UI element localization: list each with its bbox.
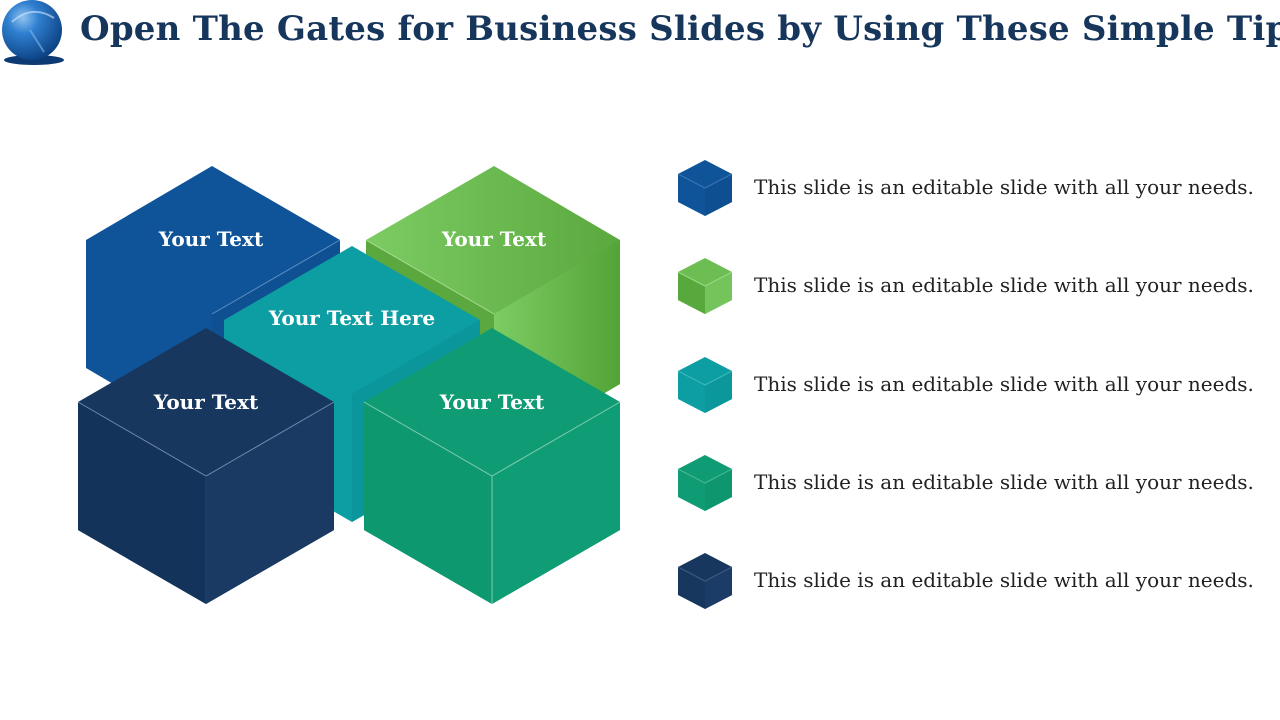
legend-item-text: This slide is an editable slide with all…: [754, 175, 1254, 199]
cube-label-bottom-left: Your Text: [153, 390, 259, 414]
legend-item-text: This slide is an editable slide with all…: [754, 469, 1254, 494]
legend-item-text: This slide is an editable slide with all…: [754, 273, 1254, 298]
cube-bullet-icon: [677, 356, 733, 413]
slide-title: Open The Gates for Business Slides by Us…: [80, 9, 1280, 49]
cube-diagram: Your Text Your Text Your Text Here Your …: [77, 166, 621, 604]
legend-item-text: This slide is an editable slide with all…: [754, 371, 1254, 396]
legend-item: This slide is an editable slide with all…: [676, 355, 1266, 453]
cube-bullet-icon: [677, 553, 733, 610]
legend-list: This slide is an editable slide with all…: [676, 158, 1266, 649]
cube-bottom-right: Your Text: [363, 328, 621, 604]
cube-bullet-icon: [677, 258, 733, 315]
cube-label-top-left: Your Text: [158, 227, 264, 251]
legend-item: This slide is an editable slide with all…: [676, 551, 1266, 649]
legend-item: This slide is an editable slide with all…: [676, 158, 1266, 256]
cube-bullet-icon: [677, 454, 733, 511]
legend-item-text: This slide is an editable slide with all…: [754, 568, 1254, 593]
legend-item: This slide is an editable slide with all…: [676, 453, 1266, 551]
cube-label-top-right: Your Text: [441, 227, 547, 251]
cube-label-bottom-right: Your Text: [439, 390, 545, 414]
cube-bottom-left: Your Text: [77, 328, 335, 604]
blue-sphere-logo-icon: [2, 0, 64, 65]
legend-item: This slide is an editable slide with all…: [676, 256, 1266, 354]
cube-bullet-icon: [677, 160, 733, 216]
cube-label-center: Your Text Here: [268, 306, 435, 330]
